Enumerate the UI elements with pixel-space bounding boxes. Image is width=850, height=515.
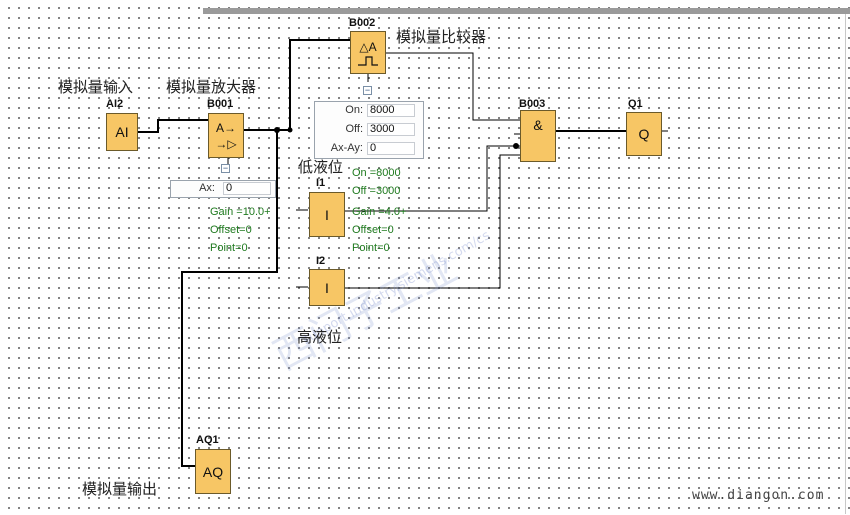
wire-to-b002 <box>289 39 350 130</box>
b002-point: Point=0 <box>352 242 390 254</box>
b002-axay-label: Ax-Ay: <box>330 142 363 154</box>
wire-i1-b003 <box>345 145 520 212</box>
i1-name: I1 <box>316 177 326 189</box>
wire-to-aq1 <box>181 130 278 467</box>
ai2-label: AI <box>115 124 129 140</box>
i2-label: I <box>325 279 329 296</box>
wire-junction-1 <box>274 127 280 133</box>
footer-url: www.diangon.com <box>692 488 825 503</box>
wire-b002-b003 <box>386 52 520 121</box>
b002-on-label: On: <box>345 104 363 116</box>
b002-block[interactable]: △A <box>350 31 386 74</box>
b001-name: B001 <box>207 98 234 110</box>
b001-point: Point=0 <box>210 242 248 254</box>
note-analog-input: 模拟量输入 <box>58 79 134 96</box>
i2-name: I2 <box>316 255 326 267</box>
b001-param-box[interactable]: Ax: 0 <box>170 180 276 198</box>
aq1-block[interactable]: AQ <box>195 449 231 494</box>
b002-name: B002 <box>349 17 376 29</box>
note-low-level: 低液位 <box>298 159 344 176</box>
ai2-block[interactable]: AI <box>106 113 138 151</box>
b002-collapse-icon[interactable]: − <box>363 85 372 95</box>
q1-block[interactable]: Q <box>626 112 662 156</box>
b003-name: B003 <box>519 98 546 110</box>
note-analog-comparator: 模拟量比较器 <box>396 29 487 46</box>
wire-ai2-b001 <box>138 119 208 133</box>
b003-block[interactable]: & <box>520 110 556 162</box>
b001-block[interactable]: A→ →▷ <box>208 113 244 158</box>
note-analog-amplifier: 模拟量放大器 <box>166 79 257 96</box>
note-analog-output: 模拟量输出 <box>82 481 158 498</box>
b002-offset: Offset=0 <box>352 224 394 236</box>
aq1-label: AQ <box>202 463 224 480</box>
b002-param-box[interactable]: On: 8000 Off: 3000 Ax-Ay: 0 <box>314 101 424 159</box>
wire-i2-b003 <box>345 154 520 289</box>
b002-pulse-icon <box>358 55 378 66</box>
b002-off: Off =3000 <box>352 185 401 197</box>
b001-ax-label: Ax: <box>199 182 215 194</box>
b002-gain: Gain =4.0+ <box>352 206 407 218</box>
b003-label: & <box>533 117 543 133</box>
b001-collapse-icon[interactable]: − <box>221 163 230 173</box>
b001-ax-value[interactable]: 0 <box>223 182 271 195</box>
top-scrollbar[interactable] <box>203 8 850 14</box>
q1-label: Q <box>638 126 650 142</box>
b001-label-bottom: →▷ <box>215 136 237 151</box>
b002-label-top: △A <box>359 39 377 54</box>
i1-label: I <box>325 206 329 223</box>
b002-on: On =8000 <box>352 167 401 179</box>
note-high-level: 高液位 <box>297 329 343 346</box>
b001-gain: Gain =10.0+ <box>210 206 271 218</box>
wire-junction-2 <box>287 127 293 133</box>
aq1-name: AQ1 <box>196 434 219 446</box>
b002-on-value[interactable]: 8000 <box>367 104 415 117</box>
i1-block[interactable]: I <box>309 192 345 237</box>
b001-label-top: A→ <box>215 120 236 135</box>
b001-offset: Offset=0 <box>210 224 252 236</box>
b002-off-label: Off: <box>345 123 363 135</box>
b002-off-value[interactable]: 3000 <box>367 123 415 136</box>
ai2-name: AI2 <box>106 98 124 110</box>
i2-block[interactable]: I <box>309 269 345 306</box>
q1-name: Q1 <box>628 98 643 110</box>
right-edge-line <box>845 14 846 514</box>
wire-junction-3 <box>513 143 519 149</box>
b002-axay-value[interactable]: 0 <box>367 142 415 155</box>
